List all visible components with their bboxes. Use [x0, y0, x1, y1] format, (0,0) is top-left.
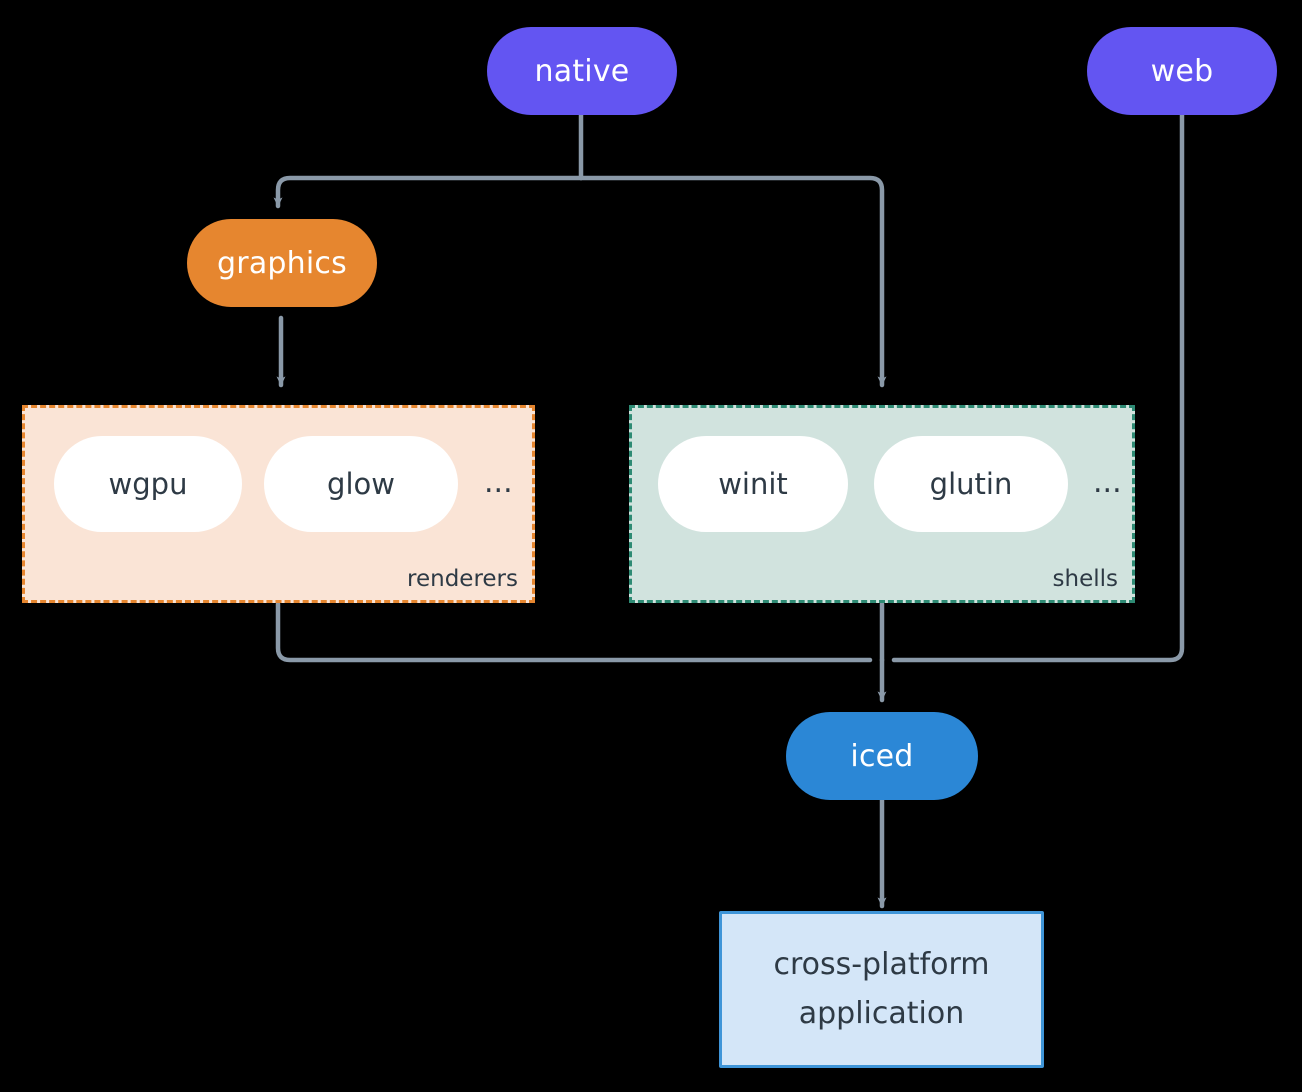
node-application-line1: cross-platform: [773, 946, 990, 982]
node-winit-label: winit: [718, 467, 788, 501]
group-renderers-label: renderers: [407, 566, 518, 592]
node-glow-label: glow: [327, 467, 395, 501]
node-web-label: web: [1150, 53, 1214, 89]
node-graphics[interactable]: graphics: [187, 219, 377, 307]
node-application[interactable]: cross-platform application: [719, 911, 1044, 1068]
node-iced[interactable]: iced: [786, 712, 978, 800]
node-glow[interactable]: glow: [264, 436, 458, 532]
node-glutin[interactable]: glutin: [874, 436, 1068, 532]
node-web[interactable]: web: [1087, 27, 1277, 115]
node-application-line2: application: [798, 995, 965, 1031]
node-native[interactable]: native: [487, 27, 677, 115]
edge-native-to-graphics: [273, 175, 584, 209]
renderers-ellipsis: ...: [484, 465, 513, 500]
node-iced-label: iced: [850, 738, 914, 774]
shells-ellipsis: ...: [1093, 465, 1122, 500]
group-renderers: wgpu glow ... renderers: [22, 405, 535, 603]
node-wgpu[interactable]: wgpu: [54, 436, 242, 532]
edge-web-to-iced: [891, 111, 1185, 663]
group-shells-label: shells: [1052, 566, 1118, 592]
node-wgpu-label: wgpu: [108, 467, 188, 501]
group-shells: winit glutin ... shells: [629, 405, 1135, 603]
node-glutin-label: glutin: [929, 467, 1013, 501]
edge-native-to-shells: [578, 175, 887, 388]
node-graphics-label: graphics: [217, 245, 347, 281]
node-winit[interactable]: winit: [658, 436, 848, 532]
node-native-label: native: [534, 53, 630, 89]
edge-renderers-to-iced: [275, 601, 873, 663]
